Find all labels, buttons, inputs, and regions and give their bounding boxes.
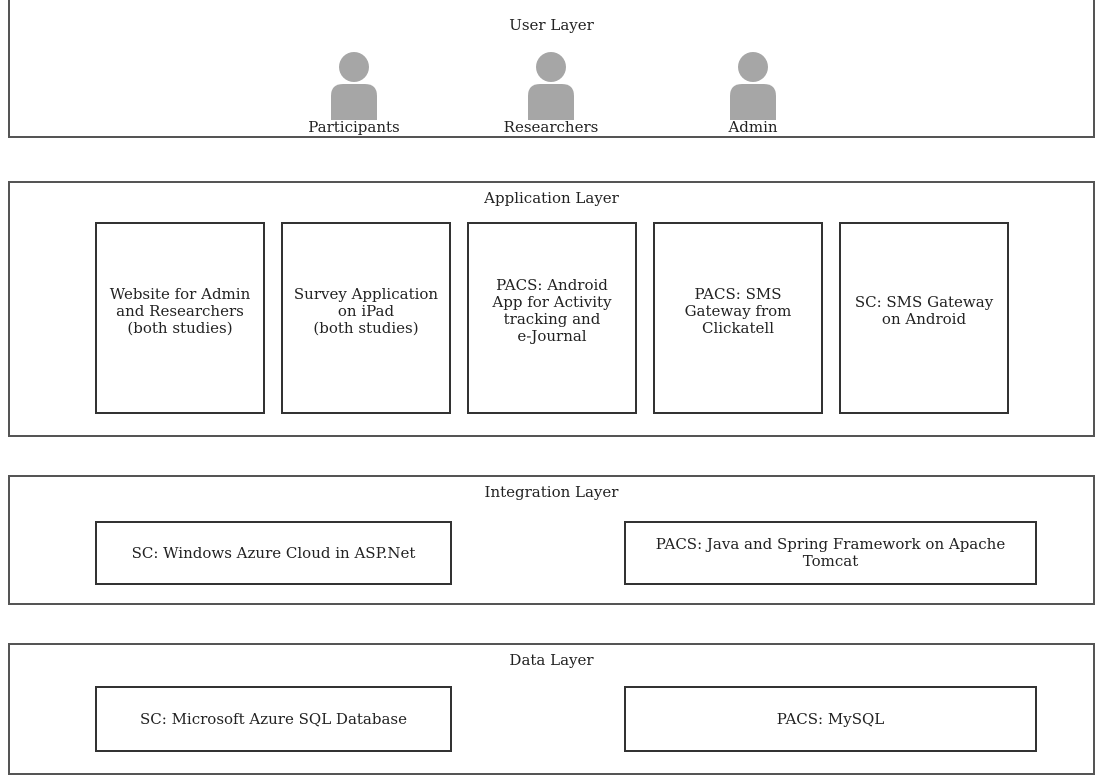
user-label-admin: Admin <box>728 118 778 136</box>
app-box-website: Website for Admin and Researchers (both … <box>95 222 265 414</box>
integration-box-sc-azure: SC: Windows Azure Cloud in ASP.Net <box>95 521 452 585</box>
data-layer-title: Data Layer <box>509 651 594 669</box>
app-box-survey-ipad: Survey Application on iPad (both studies… <box>281 222 451 414</box>
user-participants: Participants <box>294 50 414 136</box>
app-box-pacs-sms: PACS: SMS Gateway from Clickatell <box>653 222 823 414</box>
user-label-participants: Participants <box>308 118 400 136</box>
data-box-pacs-mysql: PACS: MySQL <box>624 686 1037 752</box>
user-admin: Admin <box>693 50 813 136</box>
person-icon <box>730 52 776 120</box>
person-icon <box>528 52 574 120</box>
app-box-pacs-android: PACS: Android App for Activity tracking … <box>467 222 637 414</box>
integration-layer: Integration Layer SC: Windows Azure Clou… <box>8 475 1095 605</box>
data-box-sc-azure-sql: SC: Microsoft Azure SQL Database <box>95 686 452 752</box>
application-layer: Application Layer Website for Admin and … <box>8 181 1095 437</box>
integration-layer-title: Integration Layer <box>484 483 619 501</box>
app-box-sc-sms: SC: SMS Gateway on Android <box>839 222 1009 414</box>
user-researchers: Researchers <box>491 50 611 136</box>
user-label-researchers: Researchers <box>503 118 599 136</box>
person-icon <box>331 52 377 120</box>
user-layer: User Layer Participants Researchers Admi… <box>8 0 1095 138</box>
integration-box-pacs-java: PACS: Java and Spring Framework on Apach… <box>624 521 1037 585</box>
application-layer-title: Application Layer <box>484 189 619 207</box>
user-layer-title: User Layer <box>509 16 594 34</box>
data-layer: Data Layer SC: Microsoft Azure SQL Datab… <box>8 643 1095 775</box>
